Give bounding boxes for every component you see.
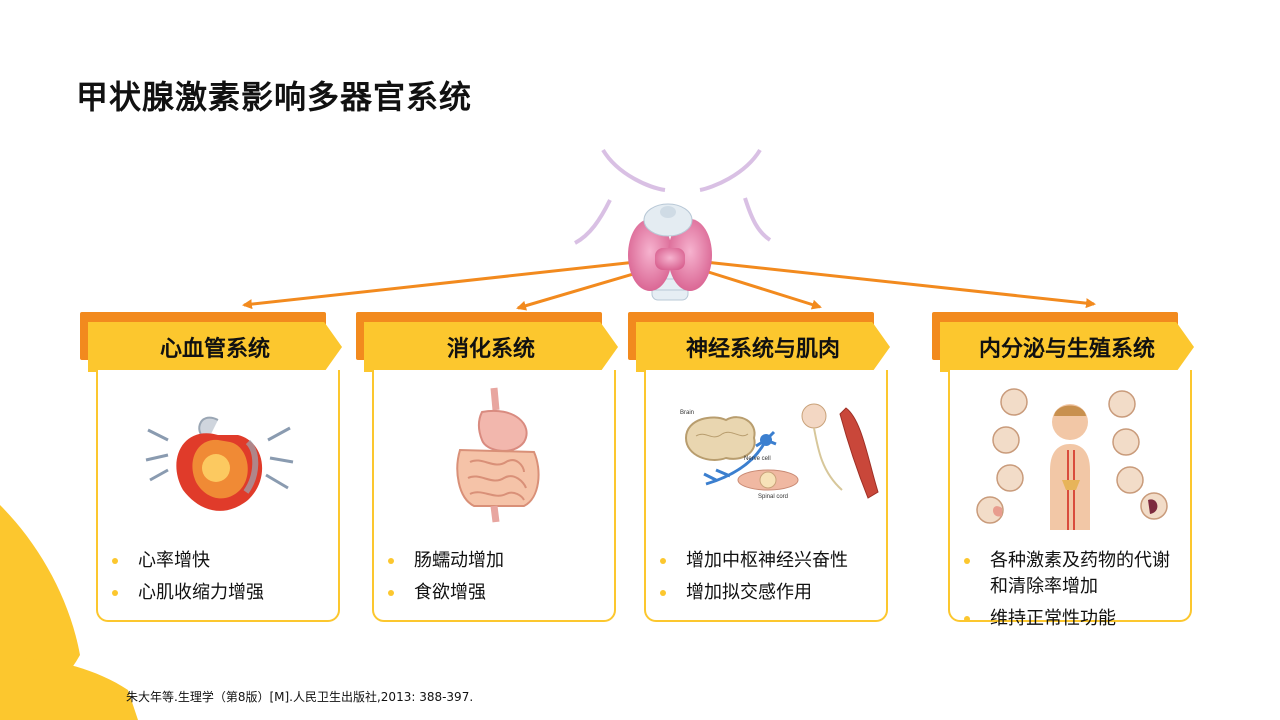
- heart-illustration: [145, 416, 294, 511]
- bullet-list: 肠蠕动增加 食欲增强: [388, 548, 504, 612]
- card-body: 各种激素及药物的代谢和清除率增加 维持正常性功能: [948, 370, 1192, 629]
- thyroid-diagram: [242, 148, 1096, 311]
- card-digestive: 消化系统 肠蠕动增加 食欲增强: [356, 312, 628, 624]
- list-item: 心肌收缩力增强: [112, 580, 264, 606]
- list-item: 各种激素及药物的代谢和清除率增加: [964, 548, 1186, 600]
- list-item: 增加拟交感作用: [660, 580, 848, 606]
- card-title: 神经系统与肌肉: [636, 322, 890, 372]
- list-item: 心率增快: [112, 548, 264, 574]
- neck-outline: [573, 148, 772, 245]
- card-body: 心率增快 心肌收缩力增强: [96, 370, 340, 622]
- list-item: 增加中枢神经兴奋性: [660, 548, 848, 574]
- list-item: 肠蠕动增加: [388, 548, 504, 574]
- thyroid-gland-illustration: [628, 203, 712, 301]
- card-title: 内分泌与生殖系统: [940, 322, 1194, 372]
- card-cardiovascular: 心血管系统 心率增快 心肌收缩力增强: [80, 312, 352, 624]
- bullet-list: 增加中枢神经兴奋性 增加拟交感作用: [660, 548, 848, 612]
- card-title: 消化系统: [364, 322, 618, 372]
- nervous-system-illustration: Brain Nerve cell Spinal cord: [680, 403, 879, 500]
- card-body: Brain Nerve cell Spinal cord 增加中枢神经兴奋性 增…: [644, 370, 888, 622]
- bullet-list: 心率增快 心肌收缩力增强: [112, 548, 264, 612]
- list-item: 维持正常性功能: [964, 606, 1186, 632]
- endocrine-system-illustration: [976, 388, 1168, 530]
- list-item: 食欲增强: [388, 580, 504, 606]
- reference-citation: 朱大年等.生理学（第8版）[M].人民卫生出版社,2013: 388-397.: [126, 690, 474, 704]
- slide-title: 甲状腺激素影响多器官系统: [76, 78, 473, 116]
- card-endocrine: 内分泌与生殖系统 各种激素及药物的代谢和清除率增加 维持正常性功能: [932, 312, 1204, 629]
- bullet-list: 各种激素及药物的代谢和清除率增加 维持正常性功能: [964, 548, 1186, 638]
- spinal-cord-label: Spinal cord: [758, 494, 788, 500]
- nerve-cell-label: Nerve cell: [744, 456, 771, 462]
- card-title: 心血管系统: [88, 322, 342, 372]
- brain-label: Brain: [680, 410, 694, 416]
- arrows: [242, 260, 1096, 311]
- card-body: 肠蠕动增加 食欲增强: [372, 370, 616, 622]
- card-nervous: 神经系统与肌肉 Brain Nerve cell Spinal cord 增加中…: [628, 312, 900, 624]
- digestive-tract-illustration: [456, 387, 540, 523]
- corner-decoration: [0, 505, 138, 720]
